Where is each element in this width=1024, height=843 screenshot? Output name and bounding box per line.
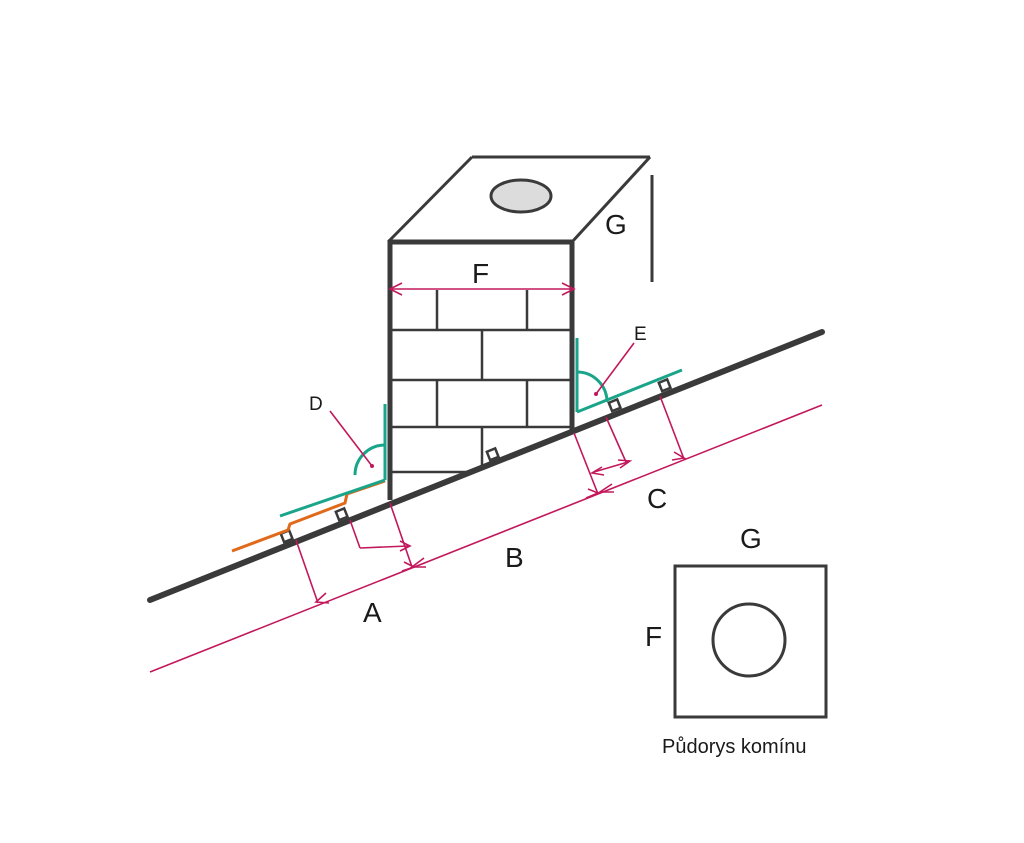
leader-dot-e: [594, 392, 598, 396]
flue-opening: [489, 178, 553, 214]
chimney-body: [387, 239, 575, 500]
plan-caption: Půdorys komínu: [662, 736, 807, 758]
label-f-width: F: [472, 258, 489, 289]
batten: [607, 397, 623, 413]
label-a: A: [363, 597, 382, 628]
plan-outline: [673, 564, 828, 719]
label-e: E: [634, 324, 647, 345]
plan-flue: [711, 602, 787, 678]
plan-label-g: G: [740, 523, 762, 554]
roof-battens: [279, 377, 673, 544]
batten: [334, 506, 350, 522]
label-b: B: [505, 542, 524, 573]
leader-dot-d: [370, 464, 374, 468]
batten: [485, 446, 501, 462]
flashing-lower: [279, 404, 387, 518]
roof-line: [147, 329, 825, 603]
batten: [657, 377, 673, 393]
plan-label-f: F: [645, 621, 662, 652]
chimney-top: [386, 155, 654, 282]
plan-view: G F Půdorys komínu: [645, 523, 828, 758]
dimension-lines: [149, 282, 823, 673]
brick-pattern: [390, 290, 572, 474]
label-c: C: [647, 483, 667, 514]
label-d: D: [309, 394, 323, 415]
label-g-depth: G: [605, 209, 627, 240]
flashing-upper: [575, 338, 683, 414]
